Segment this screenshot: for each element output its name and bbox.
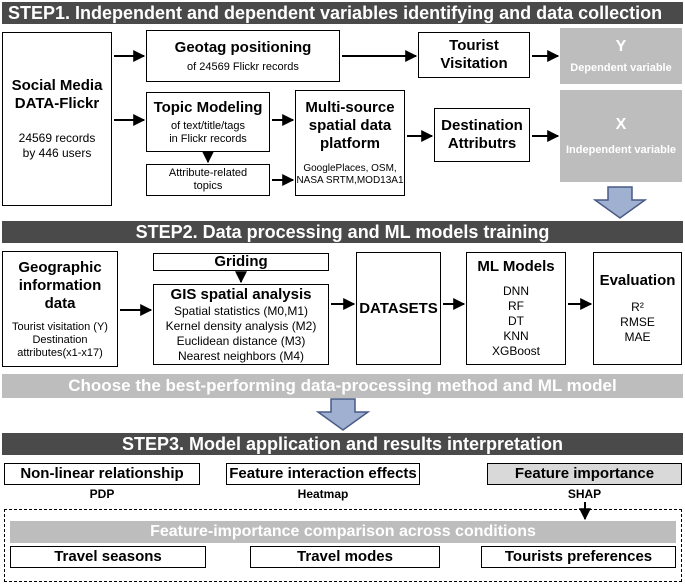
gis-item-3: Nearest neighbors (M4) (177, 348, 305, 363)
ml-title: ML Models (477, 258, 555, 275)
social-line-1: 24569 records (18, 131, 96, 145)
comparison-container (4, 509, 682, 582)
attribute-topics-box: Attribute-related topics (146, 164, 270, 196)
multisource-box: Multi-source spatial data platform Googl… (295, 90, 405, 196)
gis-item-2: Euclidean distance (M3) (176, 333, 306, 348)
step2-title: STEP2. Data processing and ML models tra… (135, 222, 550, 242)
down-arrow-step1-step2 (592, 186, 648, 219)
condition-tourists-preferences: Tourists preferences (481, 546, 676, 568)
multisource-1: Multi-source (305, 99, 395, 116)
multisource-sub-1: GooglePlaces, OSM, (303, 163, 397, 174)
evaluation-box: Evaluation R² RMSE MAE (593, 252, 682, 365)
topic-title: Topic Modeling (153, 98, 263, 116)
condition-label-1: Travel modes (297, 548, 393, 565)
x-letter: X (615, 115, 627, 133)
topic-line-2: in Flickr records (169, 132, 247, 145)
social-title-2: DATA-Flickr (14, 95, 100, 112)
griding-box: Griding (153, 253, 329, 271)
multisource-3: platform (320, 135, 380, 152)
geo-line-3: data (44, 294, 76, 312)
importance-box: Feature importance (487, 463, 682, 485)
geo-line-2: information (18, 276, 102, 294)
interaction-sub: Heatmap (297, 486, 349, 501)
multisource-2: spatial data (308, 117, 392, 134)
geographic-box: Geographic information data Tourist visi… (2, 251, 118, 367)
evaluation-title: Evaluation (599, 272, 676, 289)
tourist-visitation-2: Visitation (440, 55, 508, 72)
social-title-1: Social Media (11, 77, 103, 94)
destination-attributes-box: Destination Attributrs (434, 108, 530, 162)
ml-item-1: RF (508, 299, 524, 313)
y-box: Y Dependent variable (560, 28, 682, 84)
ml-item-3: KNN (503, 329, 529, 343)
attr-line-1: Attribute-related (168, 167, 248, 179)
importance-sub: SHAP (567, 486, 602, 501)
step3-header: STEP3. Model application and results int… (2, 433, 683, 455)
dest-attr-2: Attributrs (447, 135, 517, 152)
gis-title: GIS spatial analysis (170, 285, 312, 303)
ml-item-0: DNN (503, 284, 529, 298)
topic-line-1: of text/title/tags (171, 119, 245, 132)
evaluation-item-2: MAE (624, 330, 651, 344)
step3-title: STEP3. Model application and results int… (121, 434, 564, 454)
multisource-sub-2: NASA SRTM,MOD13A1 (296, 175, 404, 186)
gis-item-1: Kernel density analysis (M2) (165, 318, 317, 333)
dest-attr-1: Destination (441, 117, 523, 134)
datasets-box: DATASETS (356, 252, 441, 365)
social-line-2: by 446 users (22, 146, 92, 160)
nonlinear-title: Non-linear relationship (20, 465, 184, 482)
y-label: Dependent variable (570, 61, 672, 74)
nonlinear-box: Non-linear relationship (4, 463, 200, 485)
step1-header: STEP1. Independent and dependent variabl… (2, 2, 683, 24)
datasets-label: DATASETS (359, 299, 438, 317)
step2-header: STEP2. Data processing and ML models tra… (2, 221, 683, 243)
topic-modeling-box: Topic Modeling of text/title/tags in Fli… (146, 92, 270, 152)
griding-label: Griding (214, 253, 268, 270)
condition-label-0: Travel seasons (54, 548, 162, 565)
evaluation-item-0: R² (631, 300, 644, 314)
evaluation-item-1: RMSE (620, 315, 655, 329)
ml-item-2: DT (508, 314, 524, 328)
ml-models-box: ML Models DNN RF DT KNN XGBoost (466, 252, 566, 365)
condition-travel-seasons: Travel seasons (10, 546, 206, 568)
nonlinear-sub: PDP (89, 486, 115, 501)
comparison-label: Feature-importance comparison across con… (150, 523, 536, 540)
comparison-bar: Feature-importance comparison across con… (10, 521, 676, 543)
gis-item-0: Spatial statistics (M0,M1) (173, 303, 309, 318)
x-label: Independent variable (565, 143, 677, 156)
gis-box: GIS spatial analysis Spatial statistics … (153, 284, 329, 365)
ml-item-4: XGBoost (491, 344, 541, 358)
interaction-title: Feature interaction effects (229, 465, 417, 482)
geotag-box: Geotag positioning of 24569 Flickr recor… (146, 30, 340, 82)
x-box: X Independent variable (560, 90, 682, 182)
social-media-box: Social Media DATA-Flickr 24569 records b… (2, 32, 112, 206)
interaction-box: Feature interaction effects (226, 463, 420, 485)
choose-bar: Choose the best-performing data-processi… (2, 374, 683, 398)
tourist-visitation-box: Tourist Visitation (418, 32, 530, 78)
tourist-visitation-1: Tourist (449, 37, 499, 54)
geo-line-1: Geographic (18, 258, 102, 276)
condition-travel-modes: Travel modes (250, 546, 440, 568)
step1-title: STEP1. Independent and dependent variabl… (8, 3, 663, 23)
geotag-sub: of 24569 Flickr records (187, 60, 299, 73)
choose-label: Choose the best-performing data-processi… (68, 376, 617, 395)
geo-sub-2: Destination (32, 333, 88, 346)
down-arrow-step2-step3 (315, 398, 371, 431)
geo-sub-3: attributes(x1-x17) (17, 346, 103, 359)
importance-title: Feature importance (514, 465, 655, 482)
condition-label-2: Tourists preferences (504, 548, 653, 565)
geo-sub-1: Tourist visitation (Y) (12, 320, 108, 333)
attr-line-2: topics (193, 180, 223, 192)
y-letter: Y (615, 37, 627, 55)
geotag-title: Geotag positioning (174, 38, 312, 56)
